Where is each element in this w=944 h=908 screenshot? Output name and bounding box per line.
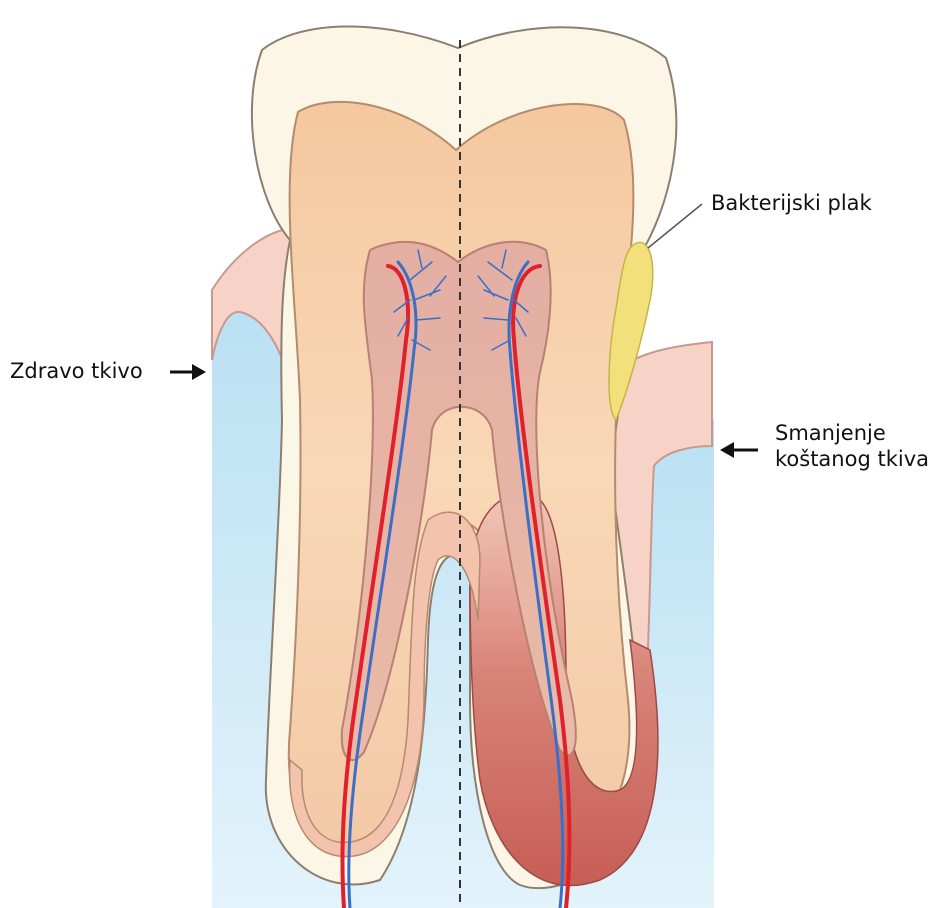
label-bone-loss: Smanjenje koštanog tkiva [775, 420, 929, 473]
label-healthy-tissue: Zdravo tkivo [10, 358, 143, 384]
label-bone-loss-line2: koštanog tkiva [775, 446, 929, 472]
label-bacterial-plaque: Bakterijski plak [711, 190, 872, 216]
label-bone-loss-line1: Smanjenje [775, 420, 929, 446]
arrow-right-icon [170, 364, 206, 380]
arrow-left-icon [720, 442, 758, 458]
